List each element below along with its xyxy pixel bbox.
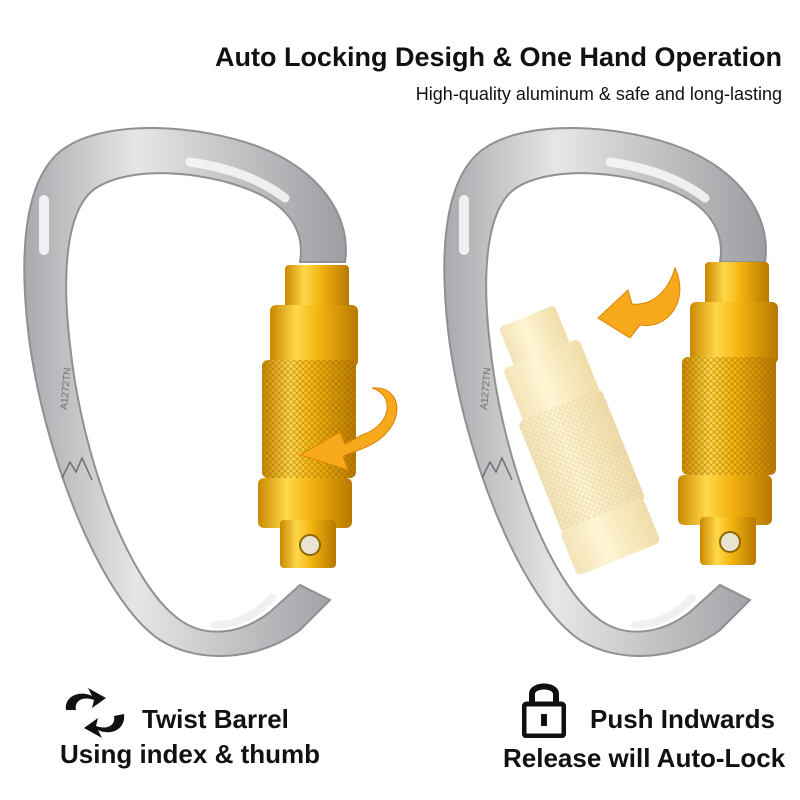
mountain-logo-icon: [481, 456, 513, 481]
push-arrow-icon: [597, 266, 681, 339]
headline: Auto Locking Desigh & One Hand Operation: [214, 42, 782, 72]
model-code-right: A1272TN: [479, 367, 494, 410]
twist-arrow-icon: [298, 387, 398, 471]
step-2-subtitle: Release will Auto-Lock: [503, 743, 786, 773]
twist-arrows-icon: [65, 688, 125, 738]
carabiner-left: A1272TN: [23, 126, 398, 657]
mountain-logo-icon: [61, 456, 93, 481]
subheadline: High-quality aluminum & safe and long-la…: [415, 84, 782, 104]
model-code-left: A1272TN: [59, 367, 74, 410]
step-2-title: Push Indwards: [590, 704, 775, 734]
step-1-title: Twist Barrel: [142, 704, 289, 734]
padlock-icon: [522, 683, 566, 738]
gate-barrel-right: [678, 262, 778, 565]
gate-ghost: [499, 306, 660, 575]
gate-barrel-left: [258, 265, 358, 568]
carabiner-right: A1272TN: [443, 126, 778, 657]
step-1-subtitle: Using index & thumb: [60, 739, 320, 769]
